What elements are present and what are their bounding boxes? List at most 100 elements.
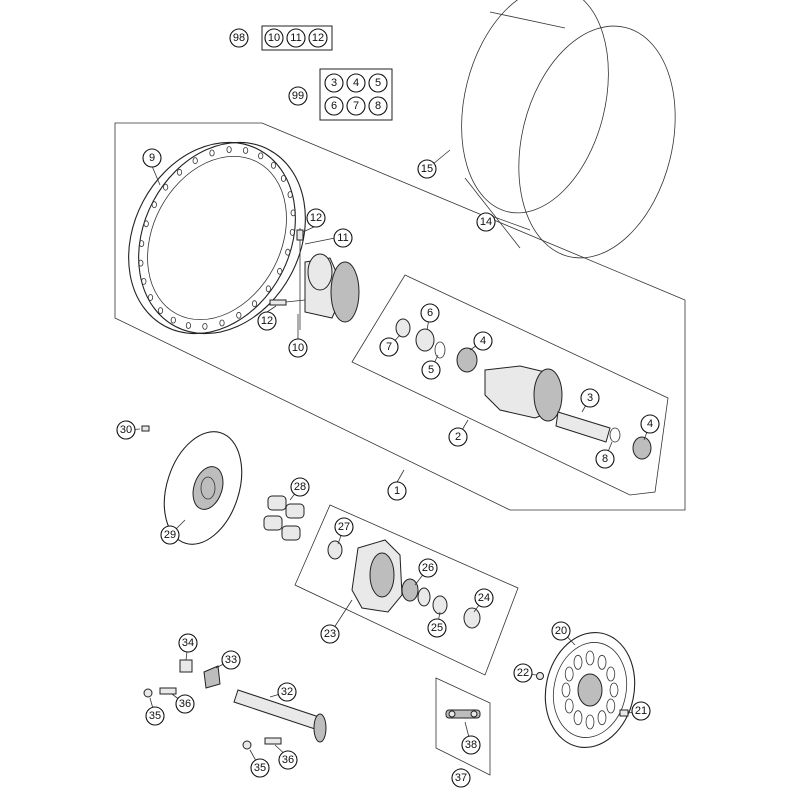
rim [128,141,306,335]
callout-c12b: 12 [257,311,277,331]
chain-subframe [435,677,491,776]
callout-number: 9 [149,152,155,164]
rim-hole [285,248,291,256]
rim-hole [157,307,164,315]
sprocket-slot [564,698,574,714]
svg-text:99: 99 [292,90,304,102]
callout-number: 23 [324,628,336,640]
sprocket-slot [561,682,571,698]
tire [461,0,676,259]
rim-hole [280,175,287,182]
rim-hole [287,191,293,199]
sprocket-slot [564,666,574,682]
sprocket-slot [597,710,607,726]
callout-c10: 10 [288,338,308,358]
callout-number: 4 [647,418,653,430]
callout-number: 37 [455,772,467,784]
svg-text:4: 4 [353,77,359,89]
svg-text:7: 7 [353,100,359,112]
callout-number: 8 [602,453,608,465]
sprocket-nut [536,672,544,680]
callout-number: 34 [182,637,194,649]
callout-c23: 23 [320,624,340,644]
rim-hole [141,277,147,285]
rim-hole [219,319,225,327]
rim-hole [236,311,242,319]
svg-text:11: 11 [290,32,301,44]
rim-hole [226,146,232,154]
disc-bolt [141,425,150,432]
callout-number: 21 [635,705,647,717]
callout-number: 10 [292,342,304,354]
rim-hole [151,201,157,209]
rim-hole [163,183,169,191]
rim-hole [192,157,198,165]
rim-hole [202,322,208,330]
callout-number: 3 [587,392,593,404]
callout-c4b: 4 [640,414,660,434]
callout-c2: 2 [448,427,468,447]
rim-hole [176,168,183,176]
callout-c29: 29 [160,525,180,545]
svg-text:10: 10 [268,32,280,44]
hub-subframe [351,274,669,496]
callout-number: 15 [421,163,433,175]
axle [233,689,327,743]
sprocket-slot [597,654,607,670]
rim-hole [147,294,154,301]
callout-c6: 6 [420,303,440,323]
brake-disc [141,425,243,545]
callout-layer: 1234456789101112121415202122232425262728… [116,28,660,788]
callout-c12a: 12 [306,208,326,228]
svg-text:5: 5 [375,77,381,89]
callout-c35b: 35 [250,758,270,778]
callout-c20: 20 [551,621,571,641]
rim-hole [270,161,277,169]
callout-c38: 38 [461,735,481,755]
callout-c15: 15 [417,159,437,179]
kit-99-item: 8 [368,96,388,116]
kit-99-item: 3 [324,73,344,93]
chain-link [445,709,481,719]
callout-number: 30 [120,424,132,436]
callout-c3: 3 [580,388,600,408]
rim-hole [185,322,191,329]
kit-99-item: 7 [346,96,366,116]
callout-c26: 26 [418,558,438,578]
rim-hole [209,149,215,157]
kit-98-label: 98 [229,28,249,48]
callout-c37: 37 [451,768,471,788]
callout-number: 4 [480,335,486,347]
callout-c30: 30 [116,420,136,440]
kit-98-item: 12 [308,28,328,48]
sprocket-bolt [619,709,629,717]
kit-99-item: 6 [324,96,344,116]
callout-number: 35 [254,762,266,774]
callout-number: 36 [282,754,294,766]
svg-text:6: 6 [331,100,337,112]
callout-number: 27 [338,521,350,533]
carrier-subframe [294,504,519,676]
callout-number: 33 [225,654,237,666]
callout-number: 26 [422,562,434,574]
adjuster-parts [143,659,282,750]
sprocket-slot [585,714,595,730]
svg-text:98: 98 [233,32,245,44]
callout-c27: 27 [334,517,354,537]
rim-hole [138,259,144,267]
sprocket-slot [606,698,616,714]
rim-hole [139,240,145,248]
kit-98-item: 10 [264,28,284,48]
svg-text:8: 8 [375,100,381,112]
kit-99-item: 4 [346,73,366,93]
sprocket-slot [606,666,616,682]
callout-c11: 11 [333,228,353,248]
rim-hole [290,209,296,217]
callout-number: 20 [555,625,567,637]
callout-number: 11 [337,232,348,244]
callout-c24: 24 [474,588,494,608]
sprocket-slot [573,654,583,670]
rim-hole [265,285,271,293]
callout-c25: 25 [427,618,447,638]
callout-number: 1 [394,485,400,497]
